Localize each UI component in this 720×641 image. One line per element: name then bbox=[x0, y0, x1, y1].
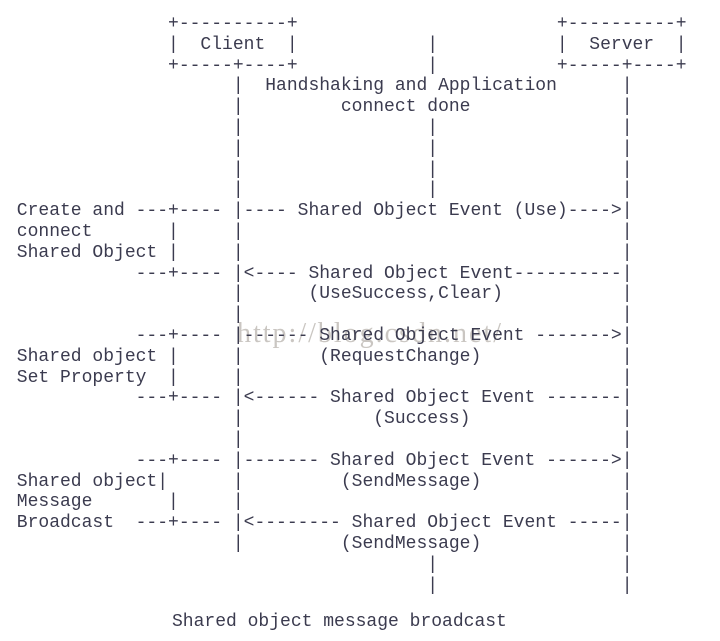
diagram-line: connect | | | bbox=[6, 221, 633, 242]
diagram-line: | | | bbox=[6, 159, 633, 180]
diagram-line: +-----+----+ | +-----+----+ bbox=[6, 55, 687, 76]
diagram-line: Broadcast ---+---- |<-------- Shared Obj… bbox=[6, 513, 633, 534]
watermark: http://blog.csdn.net/ bbox=[237, 318, 503, 349]
diagram-line: ---+---- |<---- Shared Object Event-----… bbox=[6, 263, 633, 284]
diagram-line: Shared object| | (SendMessage) | bbox=[6, 471, 633, 492]
diagram-line: | | | bbox=[6, 180, 633, 201]
diagram-line: | | | bbox=[6, 117, 633, 138]
diagram-line: +----------+ +----------+ bbox=[6, 14, 687, 34]
diagram-line: | | bbox=[6, 554, 633, 575]
diagram-line: | connect done | bbox=[6, 97, 633, 118]
diagram-line: Set Property | | | bbox=[6, 367, 633, 388]
diagram-line: ---+---- |------ Shared Object Event ---… bbox=[6, 325, 633, 346]
diagram-line: Create and ---+---- |---- Shared Object … bbox=[6, 201, 633, 222]
diagram-line: | | | bbox=[6, 138, 633, 159]
sequence-diagram: +----------+ +----------+ | Client | | |… bbox=[6, 14, 687, 596]
diagram-line: | Handshaking and Application | bbox=[6, 76, 633, 97]
diagram-line: ---+---- |------- Shared Object Event --… bbox=[6, 450, 633, 471]
diagram-line: | | bbox=[6, 305, 633, 326]
diagram-line: | (SendMessage) | bbox=[6, 533, 633, 554]
diagram-line: | | bbox=[6, 575, 633, 596]
figure-caption: Shared object message broadcast bbox=[172, 612, 507, 633]
diagram-line: | (Success) | bbox=[6, 409, 633, 430]
diagram-line: | (UseSuccess,Clear) | bbox=[6, 284, 633, 305]
diagram-line: Shared object | | (RequestChange) | bbox=[6, 346, 633, 367]
diagram-line: Message | | | bbox=[6, 492, 633, 513]
diagram-line: Shared Object | | | bbox=[6, 242, 633, 263]
diagram-line: | Client | | | Server | bbox=[6, 34, 687, 55]
diagram-line: | | bbox=[6, 429, 633, 450]
diagram-line: ---+---- |<------ Shared Object Event --… bbox=[6, 388, 633, 409]
